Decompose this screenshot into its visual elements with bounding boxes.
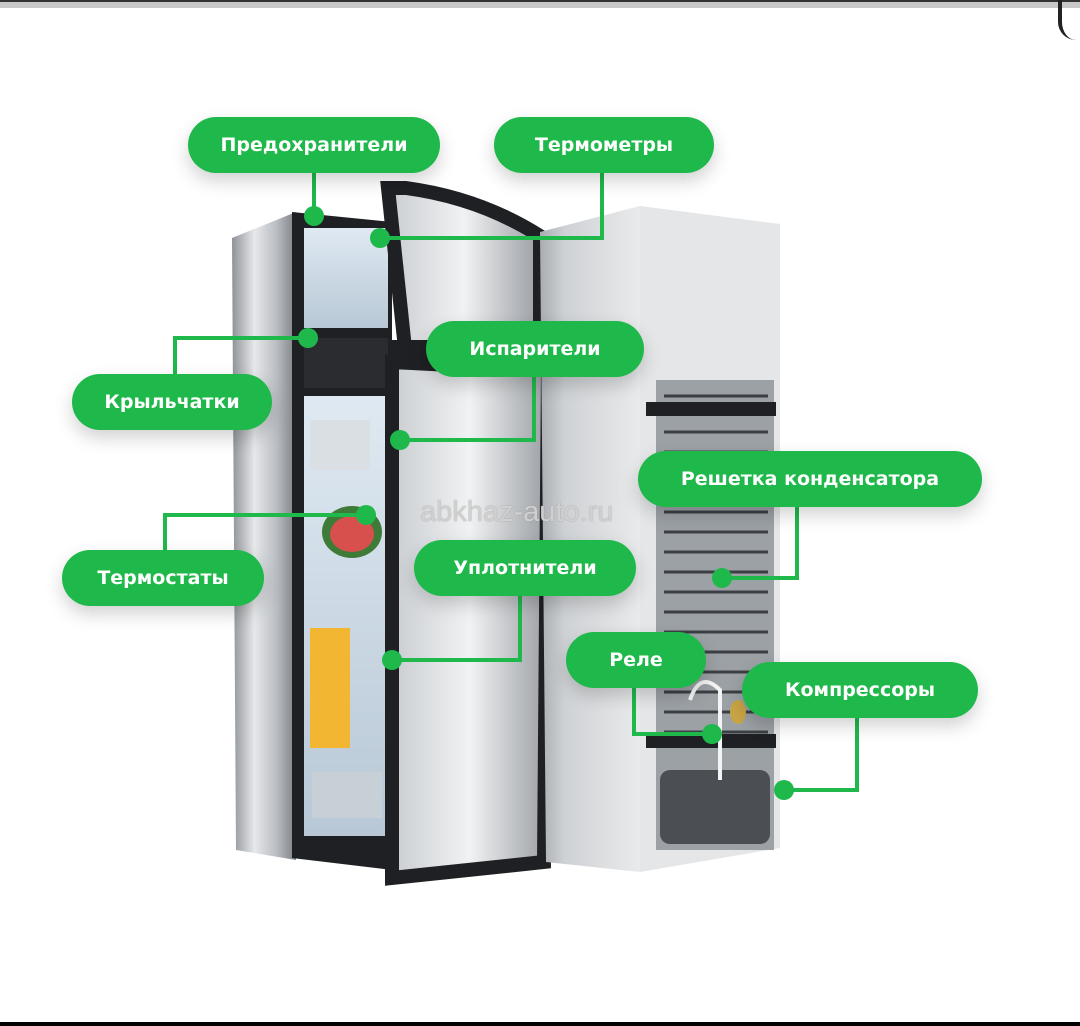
label-fuses: Предохранители xyxy=(188,117,440,173)
rear-refrigerator xyxy=(540,206,780,872)
front-refrigerator xyxy=(232,181,556,886)
label-relays: Реле xyxy=(566,632,706,688)
corner-decoration xyxy=(1058,0,1080,40)
label-condenser-grille: Решетка конденсатора xyxy=(638,451,982,507)
label-thermometers: Термометры xyxy=(494,117,714,173)
watermark: abkhaz-auto.ru xyxy=(420,496,614,528)
bottom-frame-bar xyxy=(0,1022,1080,1026)
label-compressors: Компрессоры xyxy=(742,662,978,718)
connector-dots xyxy=(298,206,794,800)
label-thermostats: Термостаты xyxy=(62,550,264,606)
top-frame-bar xyxy=(0,0,1080,8)
label-seals: Уплотнители xyxy=(414,540,636,596)
label-evaporators: Испарители xyxy=(426,321,644,377)
label-impellers: Крыльчатки xyxy=(72,374,272,430)
